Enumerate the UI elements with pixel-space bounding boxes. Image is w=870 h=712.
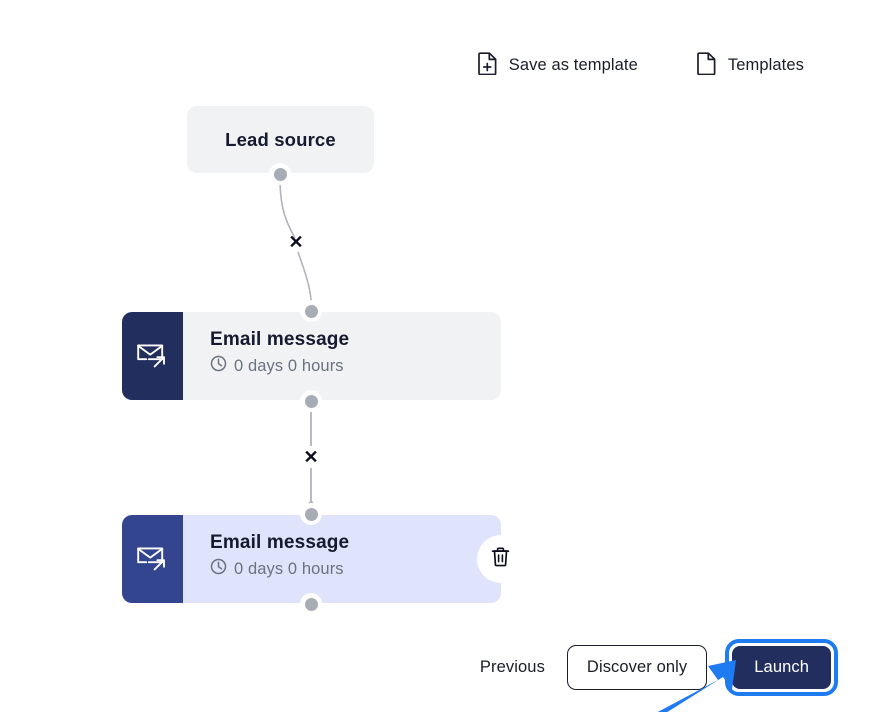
flow-node-email-1[interactable]: Email message 0 days 0 hours: [122, 312, 501, 400]
save-as-template-label: Save as template: [508, 55, 638, 74]
save-as-template-button[interactable]: Save as template: [477, 52, 638, 78]
flow-node-email-2-output-port[interactable]: [300, 593, 322, 615]
launch-button-focus-ring: Launch: [725, 639, 838, 696]
edge-delete-button-1[interactable]: ✕: [288, 232, 304, 252]
previous-button[interactable]: Previous: [476, 648, 549, 687]
flow-node-delay: 0 days 0 hours: [210, 355, 501, 377]
discover-only-button[interactable]: Discover only: [566, 645, 708, 690]
document-icon: [696, 52, 717, 78]
templates-button[interactable]: Templates: [696, 52, 804, 78]
templates-label: Templates: [727, 55, 804, 74]
workflow-toolbar: Save as template Templates: [477, 52, 804, 78]
clock-icon: [210, 558, 227, 580]
flow-node-delay-label: 0 days 0 hours: [234, 356, 344, 375]
flow-node-email-2[interactable]: Email message 0 days 0 hours: [122, 515, 501, 603]
flow-node-delay-label: 0 days 0 hours: [234, 559, 344, 578]
flow-node-email-1-input-port[interactable]: [300, 300, 322, 322]
flow-node-title: Lead source: [225, 128, 336, 150]
flow-node-email-1-output-port[interactable]: [300, 390, 322, 412]
document-plus-icon: [477, 52, 498, 78]
flow-node-email-2-body: Email message 0 days 0 hours: [183, 515, 501, 603]
flow-node-lead-source-output-port[interactable]: [269, 163, 291, 185]
flow-node-title: Email message: [210, 329, 350, 350]
clock-icon: [210, 355, 227, 377]
wizard-footer: Previous Discover only Launch: [0, 639, 870, 696]
delete-node-button[interactable]: [477, 535, 523, 583]
flow-node-email-2-input-port[interactable]: [300, 503, 322, 525]
trash-icon: [490, 546, 511, 573]
edge-delete-button-2[interactable]: ✕: [303, 447, 319, 467]
email-send-icon: [122, 312, 183, 400]
launch-button[interactable]: Launch: [732, 646, 831, 689]
flow-node-title: Email message: [210, 532, 350, 553]
flow-node-email-1-body: Email message 0 days 0 hours: [183, 312, 501, 400]
flow-node-delay: 0 days 0 hours: [210, 558, 501, 580]
flow-node-lead-source[interactable]: Lead source: [187, 106, 374, 173]
email-send-icon: [122, 515, 183, 603]
